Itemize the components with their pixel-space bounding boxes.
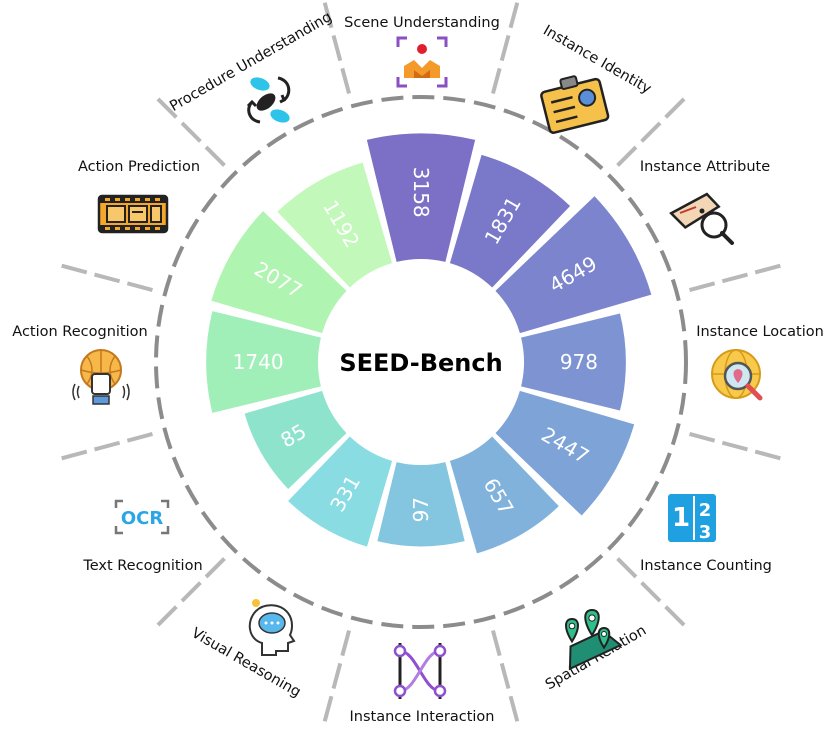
svg-text:OCR: OCR [121, 508, 164, 529]
category-label-scene-understanding: Scene Understanding [344, 15, 500, 31]
sector-divider [616, 95, 688, 167]
film-strip-icon [97, 194, 169, 234]
bar-instance-interaction [377, 462, 465, 547]
category-label-instance-counting: Instance Counting [640, 558, 772, 574]
ocr-icon: OCR [114, 499, 170, 535]
center-hub [323, 264, 519, 460]
sector-divider [154, 95, 226, 167]
brain-head-icon [248, 599, 296, 656]
value-label-instance-location: 978 [560, 350, 598, 374]
bar-instance-location [521, 313, 626, 411]
sector-divider [689, 263, 784, 292]
category-label-action-prediction: Action Prediction [78, 159, 200, 175]
bar-scene-understanding [366, 133, 476, 262]
center-title: SEED-Bench [339, 349, 502, 377]
svg-text:3: 3 [699, 522, 712, 543]
category-label-spatial-relation: Spatial Relation [543, 623, 649, 694]
bar-instance-counting [495, 390, 635, 516]
bar-instance-attribute [495, 196, 652, 334]
map-pins-icon [565, 608, 623, 671]
bar-spatial-relation [449, 436, 559, 554]
process-cycle-icon [246, 76, 291, 124]
category-label-text-recognition: Text Recognition [82, 558, 202, 574]
sector-divider [491, 630, 520, 725]
sector-divider [491, 0, 520, 94]
bar-action-recognition [206, 311, 321, 413]
sector-divider [689, 432, 784, 461]
dashed-ring [154, 95, 688, 629]
svg-text:2: 2 [699, 500, 712, 521]
value-label-action-recognition: 1740 [233, 350, 284, 374]
category-label-instance-attribute: Instance Attribute [640, 159, 770, 175]
hand-ball-icon [72, 349, 130, 405]
sector-divider [58, 263, 153, 292]
bar-visual-reasoning [288, 436, 393, 547]
sector-divider [322, 0, 351, 94]
category-label-action-recognition: Action Recognition [12, 324, 147, 340]
svg-text:1: 1 [672, 503, 690, 533]
value-label-scene-understanding: 3158 [409, 167, 433, 218]
sector-divider [616, 557, 688, 629]
bar-text-recognition [244, 390, 347, 489]
sector-divider [322, 630, 351, 725]
value-label-instance-interaction: 97 [409, 497, 433, 522]
bar-action-prediction [211, 211, 347, 334]
bar-procedure-understanding [277, 162, 393, 288]
category-label-instance-interaction: Instance Interaction [350, 709, 495, 725]
sector-divider [154, 557, 226, 629]
interaction-nodes-icon [393, 643, 447, 699]
sector-divider [58, 432, 153, 461]
category-label-visual-reasoning: Visual Reasoning [189, 625, 304, 700]
id-badge-icon [540, 75, 610, 134]
globe-location-icon [711, 349, 763, 401]
tag-magnifier-icon [669, 192, 734, 245]
bar-instance-identity [449, 154, 571, 288]
category-label-procedure-understanding: Procedure Understanding [167, 9, 335, 115]
category-label-instance-location: Instance Location [696, 324, 824, 340]
scene-understanding-icon [396, 36, 448, 88]
